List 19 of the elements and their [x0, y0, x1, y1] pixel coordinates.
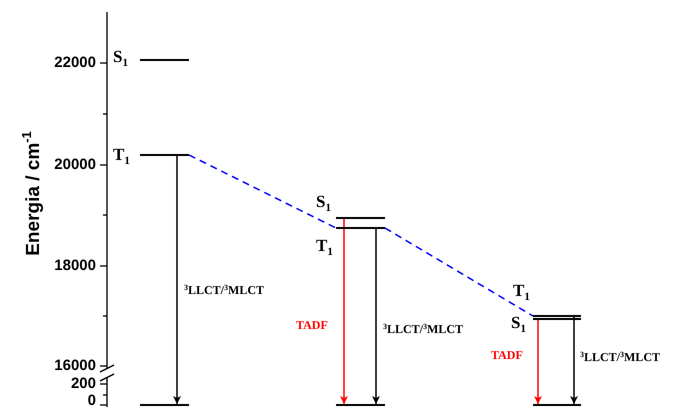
ground-level-line — [336, 404, 385, 406]
edge-label: TADF — [296, 318, 328, 332]
edge-label: $^{3}$LLCT/$^{3}$MLCT — [580, 349, 660, 364]
ground-level-line — [533, 404, 581, 406]
tick-label: 22000 — [53, 55, 96, 71]
state-label: T$_{1}$ — [316, 237, 333, 260]
state-label: T$_{1}$ — [513, 282, 530, 305]
state-label: S$_{1}$ — [316, 193, 331, 216]
edge-label: TADF — [491, 348, 523, 362]
edge-label: $^{3}$LLCT/$^{3}$MLCT — [383, 321, 464, 336]
state-label: S$_{1}$ — [511, 314, 526, 337]
tick-label: 18000 — [53, 258, 96, 274]
ground-level-line — [140, 404, 189, 406]
edge-label: $^{3}$LLCT/$^{3}$MLCT — [184, 282, 264, 297]
state-label: T$_{1}$ — [113, 146, 130, 169]
state-label: S$_{1}$ — [113, 48, 128, 71]
tick-label: 0 — [86, 393, 96, 409]
tick-label: 16000 — [53, 358, 96, 374]
tick-label: 200 — [70, 376, 96, 392]
